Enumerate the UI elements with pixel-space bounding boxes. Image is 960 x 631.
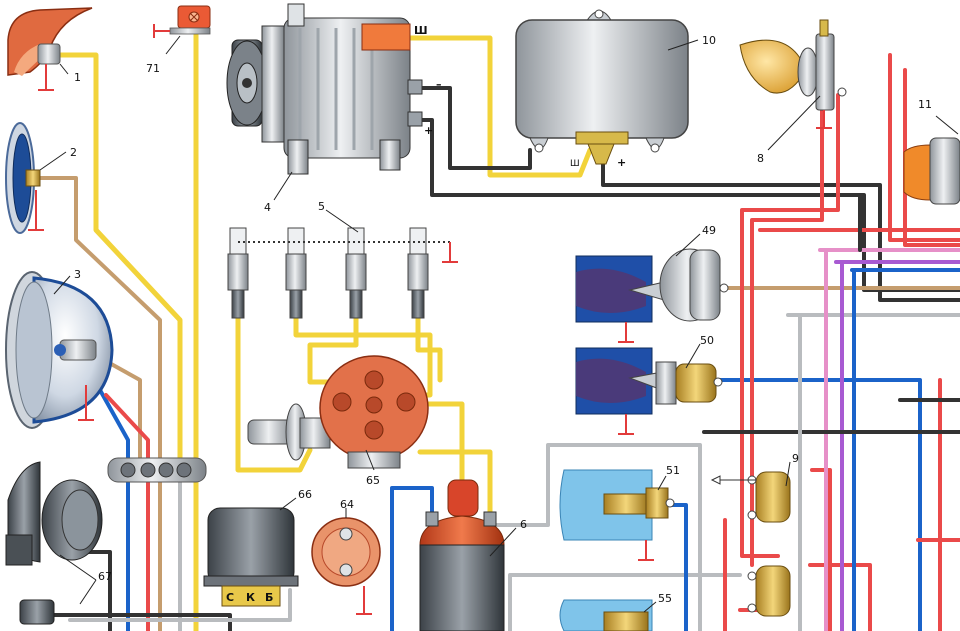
side-repeater-lamp	[7, 7, 93, 91]
switch-9	[710, 471, 791, 523]
ignition-distributor	[247, 355, 429, 469]
engine-compartment-lamp	[739, 19, 847, 129]
callout-5: 5	[318, 200, 325, 213]
front-parking-lamp	[5, 122, 44, 234]
relay-s-terminal: С	[226, 591, 234, 604]
relay-k-terminal: К	[246, 591, 255, 604]
callout-64: 64	[340, 498, 354, 511]
alternator-minus-terminal: –	[436, 78, 442, 91]
front-turn-lamp	[903, 137, 960, 205]
headlamp	[5, 271, 114, 429]
oil-pressure-sender	[575, 248, 729, 343]
relay: С К Б	[203, 507, 299, 607]
callout-1: 1	[74, 71, 81, 84]
additional-resistor	[311, 517, 381, 615]
indicator-lamp-71	[153, 5, 211, 38]
callout-8: 8	[757, 152, 764, 165]
voltage-regulator: Ш +	[515, 9, 689, 169]
coolant-temperature-sender	[559, 469, 675, 561]
callout-67: 67	[98, 570, 112, 583]
callout-71: 71	[146, 62, 160, 75]
spark-plugs	[227, 227, 458, 319]
spark-plug-3	[345, 227, 367, 319]
switch-lower	[747, 565, 791, 617]
callout-49: 49	[702, 224, 716, 237]
callout-numbers: 1 2 3 4 5 6 8 9 10 11 49 50 51 55 64 65 …	[70, 34, 932, 605]
callout-65: 65	[366, 474, 380, 487]
spark-plug-2	[285, 227, 307, 319]
wire-harness	[34, 27, 960, 631]
terminal-block	[107, 457, 207, 483]
callout-3: 3	[74, 268, 81, 281]
ignition-coil	[419, 479, 505, 631]
leader-lines	[39, 35, 959, 613]
regulator-plus-terminal: +	[617, 156, 626, 169]
callout-66: 66	[298, 488, 312, 501]
horn	[5, 461, 103, 625]
spark-plug-1	[227, 227, 249, 319]
callout-11: 11	[918, 98, 932, 111]
oil-pressure-warning-sender	[575, 347, 723, 435]
callout-10: 10	[702, 34, 716, 47]
regulator-sh-terminal: Ш	[570, 159, 580, 169]
callout-6: 6	[520, 518, 527, 531]
alternator-plus-terminal: +	[424, 124, 433, 137]
callout-50: 50	[700, 334, 714, 347]
callout-2: 2	[70, 146, 77, 159]
callout-51: 51	[666, 464, 680, 477]
callout-55: 55	[658, 592, 672, 605]
relay-b-terminal: Б	[265, 591, 273, 604]
callout-4: 4	[264, 201, 271, 214]
alternator-sh-terminal: Ш	[414, 24, 428, 37]
coolant-sender-55	[559, 599, 653, 631]
callout-9: 9	[792, 452, 799, 465]
alternator: Ш – +	[226, 3, 442, 175]
